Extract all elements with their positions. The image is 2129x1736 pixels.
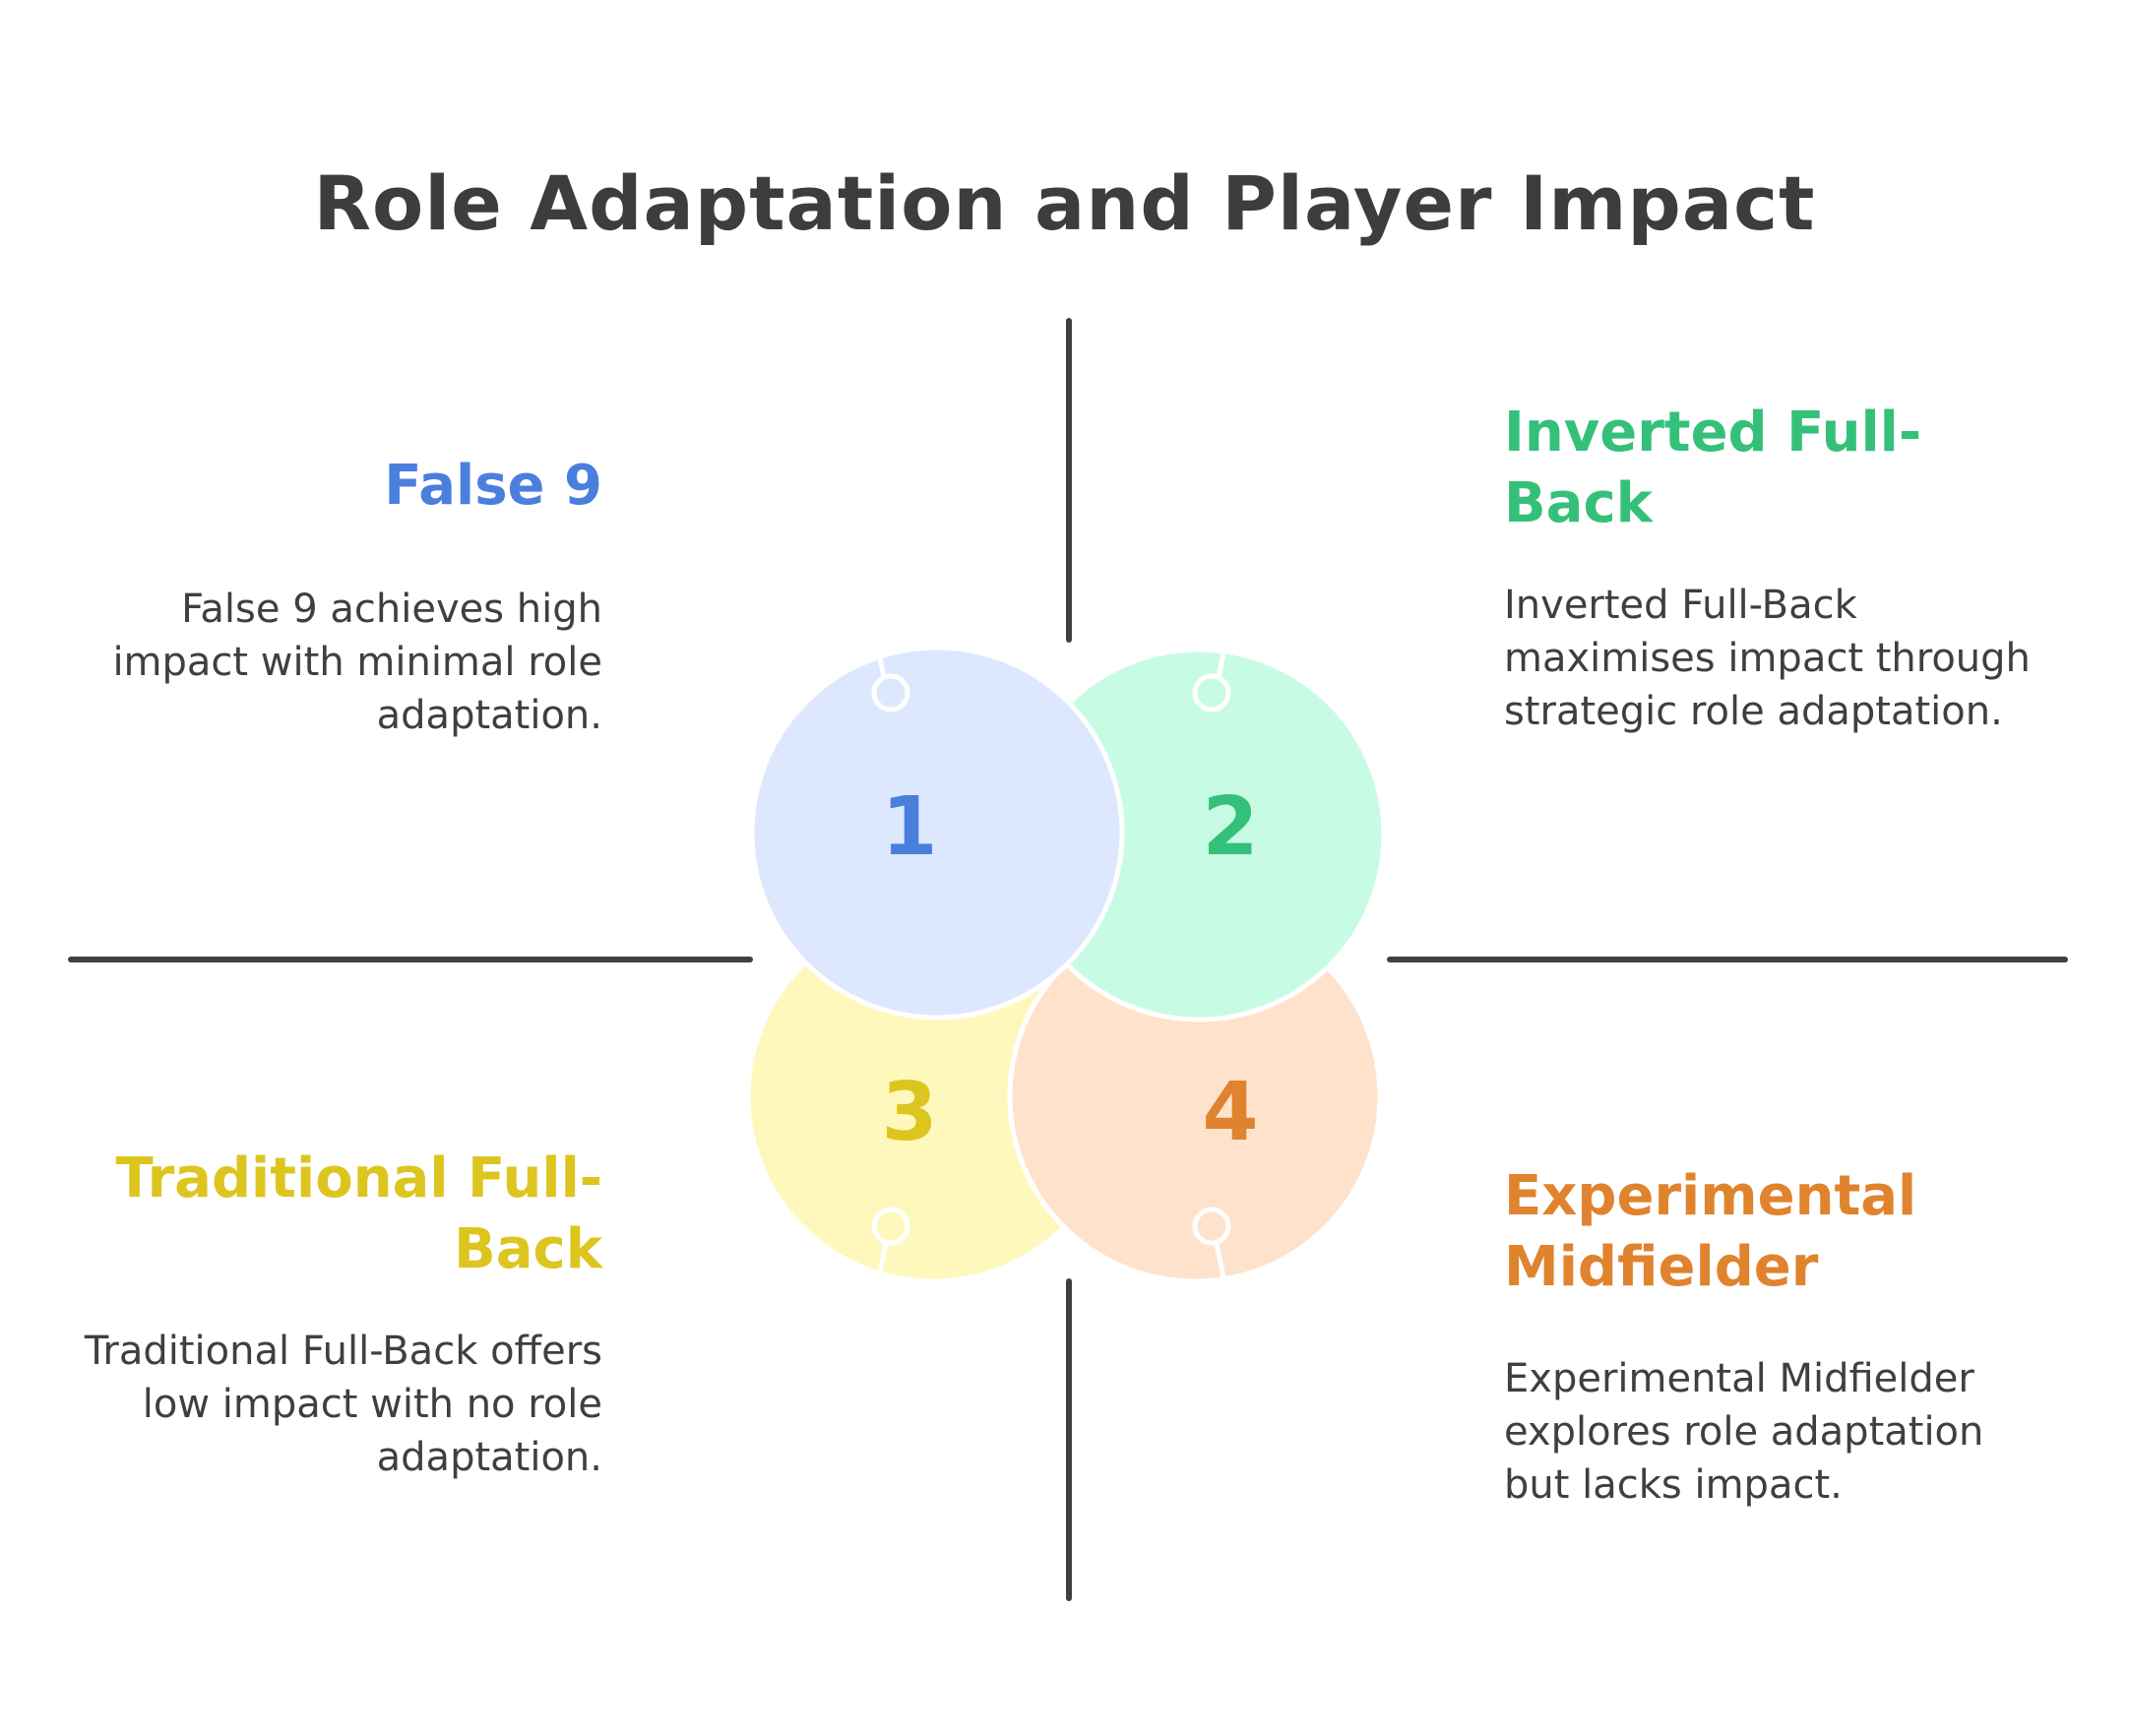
quadrant-description: Traditional Full-Back offers low impact … [84, 1329, 602, 1480]
quadrant-description: False 9 achieves high impact with minima… [112, 587, 602, 738]
quadrant-inverted-full-back: Inverted Full-Back Inverted Full-Back ma… [1504, 398, 2055, 738]
quadrant-heading: False 9 [384, 454, 602, 518]
quadrant-heading: Traditional Full-Back [115, 1147, 602, 1281]
quadrant-description: Inverted Full-Back maximises impact thro… [1504, 583, 2031, 734]
quadrant-heading: Inverted Full-Back [1504, 401, 1922, 535]
circle-number-3: 3 [881, 1066, 937, 1159]
quadrant-heading: Experimental Midfielder [1504, 1164, 1917, 1299]
diagram-title: Role Adaptation and Player Impact [313, 159, 1816, 247]
quadrant-traditional-full-back: Traditional Full-Back Traditional Full-B… [51, 1144, 602, 1484]
circle-1 [749, 645, 1125, 1021]
circle-3 [745, 908, 1121, 1284]
quadrant-description: Experimental Midfielder explores role ad… [1504, 1356, 1984, 1508]
quadrant-false-9: False 9 False 9 achieves high impact wit… [51, 451, 602, 742]
circle-number-1: 1 [881, 780, 937, 874]
circle-number-4: 4 [1202, 1066, 1258, 1159]
circle-number-2: 2 [1202, 780, 1258, 874]
quadrant-experimental-midfielder: Experimental Midfielder Experimental Mid… [1504, 1161, 2055, 1512]
